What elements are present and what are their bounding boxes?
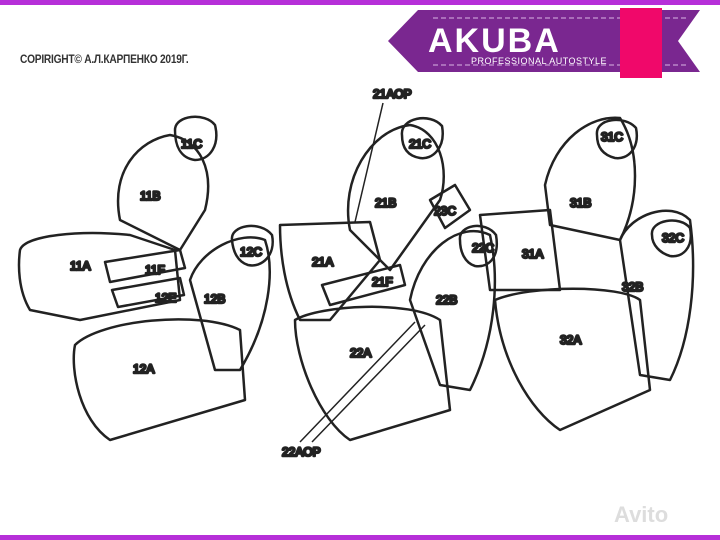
- label-31B: 31B: [570, 196, 591, 210]
- leader-22AOP: [299, 321, 416, 443]
- seat-31-backrest: [543, 116, 637, 242]
- seat-12-headrest: [230, 224, 274, 267]
- label-23C: 23C: [434, 204, 456, 218]
- armrest-11F: [103, 248, 187, 284]
- label-22AOP: 22AOP: [282, 445, 321, 459]
- akuba-logo: AKUBA PROFESSIONAL AUTOSTYLE: [388, 8, 700, 78]
- label-11F: 11F: [145, 263, 165, 277]
- seat-21-headrest: [400, 117, 444, 160]
- label-22C: 22C: [472, 241, 494, 255]
- label-32A: 32A: [560, 333, 581, 347]
- logo-accent: [620, 8, 662, 78]
- seat-22-cushion: [293, 305, 452, 442]
- label-21AOP: 21AOP: [373, 87, 412, 101]
- label-22A: 22A: [350, 346, 371, 360]
- label-32C: 32C: [662, 231, 684, 245]
- armrest-21F: [320, 263, 407, 307]
- label-11B: 11B: [140, 189, 160, 203]
- top-border: [0, 0, 720, 5]
- label-11A: 11A: [70, 259, 90, 273]
- label-12A: 12A: [133, 362, 154, 376]
- seat-32-headrest: [650, 219, 693, 258]
- leader-21AOP: [354, 102, 384, 223]
- seat-11-headrest: [173, 115, 218, 162]
- label-12C: 12C: [240, 245, 262, 259]
- seat-22-headrest: [458, 224, 499, 268]
- label-12B: 12B: [204, 292, 225, 306]
- armrest-12E: [110, 276, 186, 309]
- seat-12-cushion: [72, 318, 247, 442]
- seat-21-backrest: [346, 123, 445, 272]
- logo-title: AKUBA: [428, 22, 561, 60]
- seat-32-cushion: [493, 287, 652, 432]
- label-22B: 22B: [436, 293, 457, 307]
- label-21F: 21F: [372, 275, 393, 289]
- seat-22-backrest: [408, 229, 497, 392]
- label-11C: 11C: [181, 137, 202, 151]
- headrest-23C: [428, 183, 472, 230]
- label-32B: 32B: [622, 280, 643, 294]
- label-21B: 21B: [375, 196, 396, 210]
- seat-11-backrest: [116, 133, 210, 252]
- seat-32-backrest: [618, 209, 695, 382]
- logo-subtitle: PROFESSIONAL AUTOSTYLE: [471, 56, 608, 66]
- label-31C: 31C: [601, 130, 623, 144]
- label-31A: 31A: [522, 247, 543, 261]
- seat-31-headrest: [595, 118, 639, 160]
- copyright-text: COPIRIGHT© А.Л.КАРПЕНКО 2019Г.: [20, 52, 189, 66]
- seat-11-cushion: [17, 231, 182, 322]
- bottom-border: [0, 535, 720, 540]
- label-21C: 21C: [409, 137, 431, 151]
- label-12E: 12E: [155, 291, 176, 305]
- seat-12-backrest: [188, 236, 271, 372]
- label-21A: 21A: [312, 255, 333, 269]
- avito-watermark: Avito: [614, 502, 669, 527]
